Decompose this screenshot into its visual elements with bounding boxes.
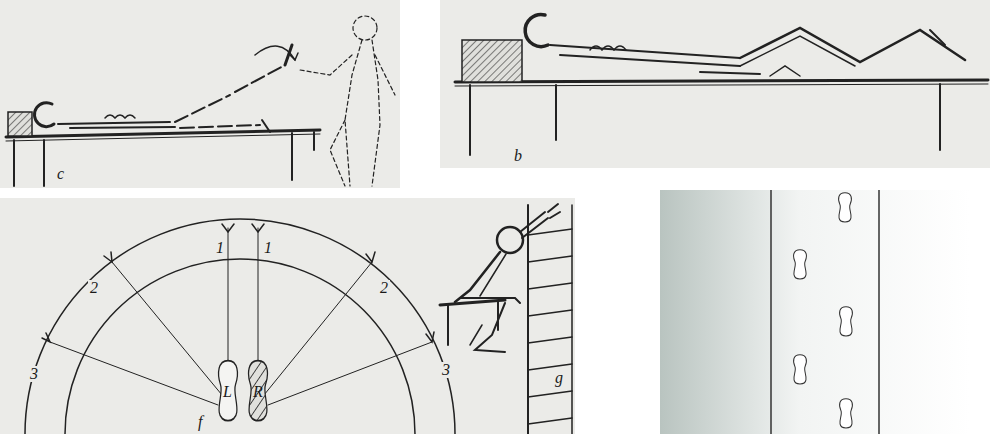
panel-b	[440, 0, 990, 168]
callout-number: 3	[440, 362, 452, 378]
panel-letter: c	[55, 166, 66, 182]
footprint-photo	[660, 190, 970, 434]
callout-number: 3	[28, 366, 40, 382]
foot-letter: R	[251, 384, 265, 400]
panel-letter: b	[512, 148, 524, 164]
callout-number: 2	[378, 280, 390, 296]
callout-number: 2	[88, 280, 100, 296]
panel-c	[0, 0, 400, 188]
callout-number: 1	[262, 240, 274, 256]
panel-letter: f	[196, 414, 204, 430]
panel-f-g	[0, 198, 575, 434]
callout-number: 1	[214, 240, 226, 256]
panel-letter: g	[553, 370, 565, 386]
foot-letter: L	[221, 384, 234, 400]
